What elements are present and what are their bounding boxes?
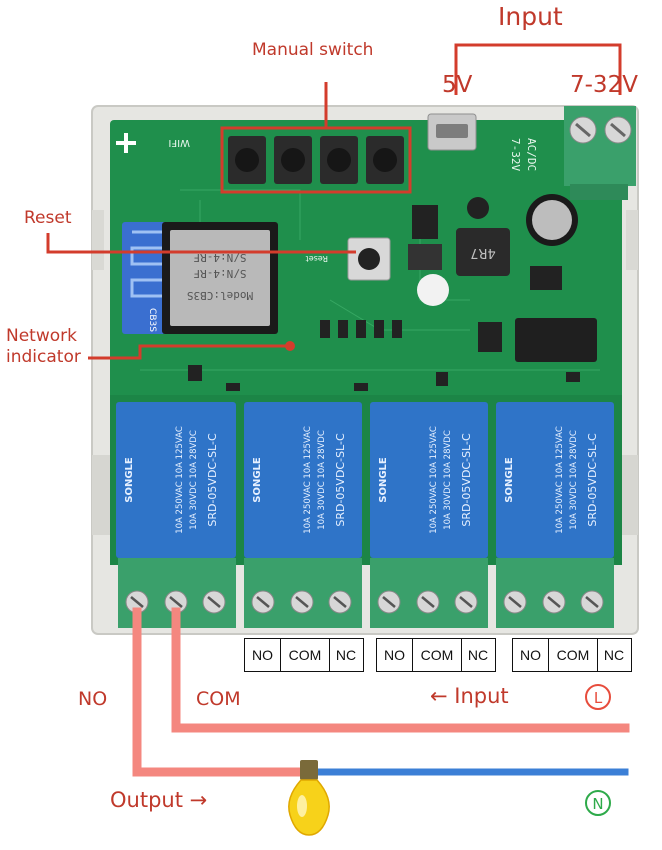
terminal-legend-2: NO COM NC: [376, 638, 496, 672]
component-regulator: [412, 205, 438, 239]
relay-4: SONGLE 10A 250VAC 10A 125VAC 10A 30VDC 1…: [496, 402, 614, 558]
enclosure-clip-left: [92, 455, 110, 535]
l-symbol-text: L: [594, 689, 603, 707]
tactile-switch-2: [274, 136, 312, 184]
enclosure-rib-right: [626, 210, 638, 270]
terminal-nc-label: NC: [335, 647, 357, 663]
terminal-legend-1: NO COM NC: [244, 638, 364, 672]
terminal-nc-label: NC: [603, 647, 625, 663]
relay-1-brand: SONGLE: [124, 457, 135, 503]
power-screw-right-slot: [610, 122, 626, 138]
terminal-no-label: NO: [245, 639, 281, 671]
relay-3-rating-1: 10A 250VAC 10A 125VAC: [429, 426, 439, 534]
reset-label: Reset: [24, 208, 72, 228]
tactile-switch-3: [320, 136, 358, 184]
relay-4-model: SRD-05VDC-SL-C: [586, 433, 599, 527]
input-top-label: Input: [498, 2, 563, 31]
wire-no: [132, 607, 305, 777]
component-diode: [467, 197, 489, 219]
module-line-3: Model:CB3S: [187, 289, 253, 302]
reset-switch-cap: [358, 248, 380, 270]
relay-3-model: SRD-05VDC-SL-C: [460, 433, 473, 527]
component-ic: [408, 244, 442, 270]
neutral-symbol-icon: N: [585, 790, 611, 816]
wire-com: [171, 607, 630, 733]
relay-2: SONGLE 10A 250VAC 10A 125VAC 10A 30VDC 1…: [244, 402, 362, 558]
silk-reset: Reset: [306, 254, 328, 263]
line-symbol-icon: L: [585, 684, 611, 710]
terminal-legend-3: NO COM NC: [512, 638, 632, 672]
inductor: [456, 228, 510, 276]
light-bulb-icon: [288, 760, 330, 836]
silk-wifi: WIFI: [168, 137, 190, 148]
silk-acdc: AC/DC: [525, 138, 538, 171]
five-volt-label: 5V: [442, 72, 473, 98]
manual-switch-box: [220, 126, 412, 194]
manual-switch-label: Manual switch: [252, 40, 374, 60]
reset-leader: [46, 233, 356, 254]
network-indicator-label: Network indicator: [6, 326, 81, 368]
component-led: [188, 365, 202, 381]
relay-1-rating-1: 10A 250VAC 10A 125VAC: [175, 426, 185, 534]
tactile-switch-1: [228, 136, 266, 184]
n-symbol-text: N: [592, 795, 603, 813]
relay-1-model: SRD-05VDC-SL-C: [206, 433, 219, 527]
terminal-block-3: [370, 558, 488, 628]
antenna-tag: CB3S: [147, 308, 157, 332]
mounting-hole: [116, 133, 136, 153]
capacitor-top: [532, 200, 572, 240]
wifi-module-shield: [170, 230, 270, 326]
input-bracket: [454, 43, 622, 95]
capacitor-small: [417, 274, 449, 306]
enclosure-clip-right: [620, 455, 638, 535]
power-terminal-base: [570, 184, 628, 200]
component-chip: [530, 266, 562, 290]
usb-port-opening: [436, 124, 468, 138]
com-wire-label: COM: [196, 688, 241, 710]
terminal-nc-label: NC: [467, 647, 489, 663]
relay-1-rating-2: 10A 30VDC 10A 28VDC: [189, 430, 199, 530]
terminal-com-label: COM: [281, 639, 330, 671]
relay-3-rating-2: 10A 30VDC 10A 28VDC: [443, 430, 453, 530]
network-label-line-2: indicator: [6, 347, 81, 367]
callout-lines: [46, 43, 622, 360]
input-wire-label: ← Input: [430, 684, 509, 708]
terminal-no-label: NO: [513, 639, 549, 671]
relay-4-rating-2: 10A 30VDC 10A 28VDC: [569, 430, 579, 530]
relay-2-brand: SONGLE: [252, 457, 263, 503]
terminal-screw-slots: [130, 596, 599, 608]
silk-voltage: 7-32V: [509, 138, 522, 171]
relay-3-brand: SONGLE: [378, 457, 389, 503]
relay-4-brand: SONGLE: [504, 457, 515, 503]
network-label-line-1: Network: [6, 326, 77, 346]
relay-4-rating-1: 10A 250VAC 10A 125VAC: [555, 426, 565, 534]
inductor-label: 4R7: [470, 245, 496, 260]
seven-to-32-volt-label: 7-32V: [570, 72, 638, 98]
terminal-block-4: [496, 558, 614, 628]
terminal-block-2: [244, 558, 362, 628]
no-wire-label: NO: [78, 688, 108, 710]
terminal-no-label: NO: [377, 639, 413, 671]
relay-1: SONGLE 10A 250VAC 10A 125VAC 10A 30VDC 1…: [116, 402, 236, 558]
rf-receiver: [515, 318, 597, 362]
power-terminal: [564, 106, 636, 186]
relay-3: SONGLE 10A 250VAC 10A 125VAC 10A 30VDC 1…: [370, 402, 488, 558]
module-line-2: S/N:4-RF: [194, 267, 247, 280]
output-label: Output →: [110, 788, 208, 812]
enclosure-rib-left: [92, 210, 104, 270]
component-transistor: [478, 322, 502, 352]
terminal-com-label: COM: [413, 639, 462, 671]
power-screw-left-slot: [575, 122, 591, 138]
wiring: [132, 607, 630, 777]
network-leader: [88, 344, 290, 360]
module-line-1: S/N:4-RF: [194, 251, 247, 264]
smd-components: [226, 320, 580, 391]
tactile-switch-4: [366, 136, 404, 184]
relay-2-rating-2: 10A 30VDC 10A 28VDC: [317, 430, 327, 530]
relay-2-rating-1: 10A 250VAC 10A 125VAC: [303, 426, 313, 534]
terminal-com-label: COM: [549, 639, 598, 671]
relay-2-model: SRD-05VDC-SL-C: [334, 433, 347, 527]
